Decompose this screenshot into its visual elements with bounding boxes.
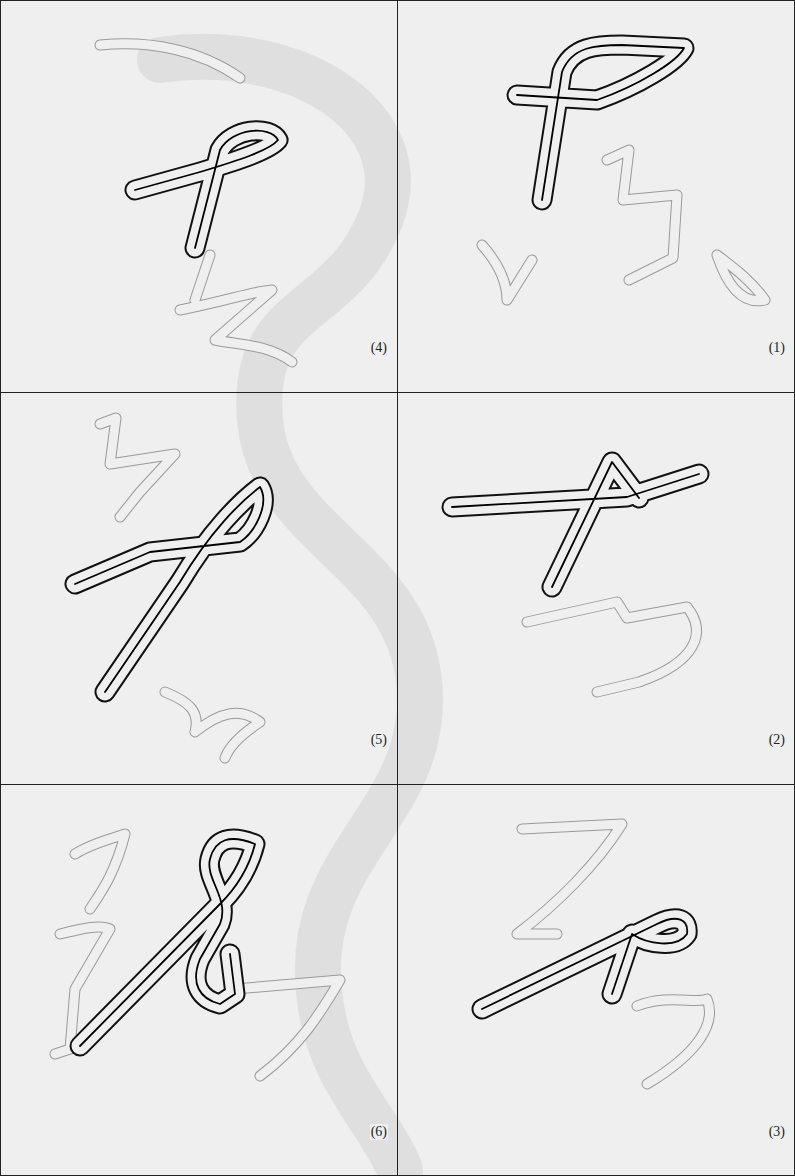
character-panel (482, 45, 765, 301)
character-panel (100, 44, 292, 362)
panel-number: (2) (768, 732, 786, 748)
character-panel (55, 834, 340, 1076)
panel-number: (4) (370, 340, 388, 356)
panel-number: (3) (768, 1124, 786, 1140)
panel-number: (5) (370, 732, 388, 748)
panel-number: (1) (768, 340, 786, 356)
character-panel (482, 824, 710, 1084)
panel-number: (6) (370, 1124, 388, 1140)
character-panel (75, 418, 263, 758)
character-panel (452, 462, 699, 692)
